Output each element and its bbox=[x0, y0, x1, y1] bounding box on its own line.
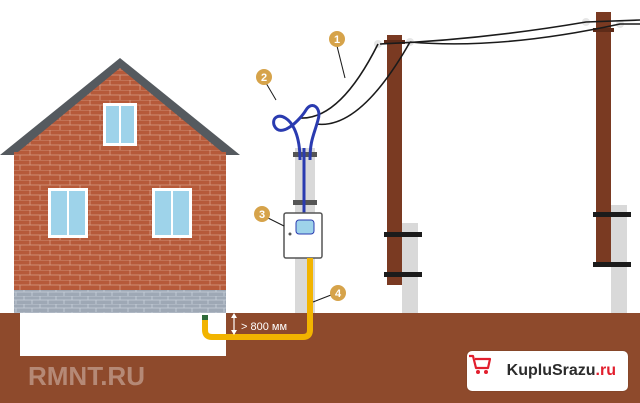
marker-2: 2 bbox=[256, 69, 277, 101]
house-plinth bbox=[14, 290, 226, 313]
watermark: RMNT.RU bbox=[28, 361, 145, 391]
window-right bbox=[152, 188, 192, 238]
shopping-cart-icon bbox=[468, 354, 501, 384]
window-attic bbox=[103, 103, 137, 146]
svg-text:1: 1 bbox=[334, 34, 340, 46]
utility-pole-2 bbox=[582, 12, 631, 313]
depth-label: > 800 мм bbox=[241, 321, 287, 333]
site-name-suffix: .ru bbox=[595, 362, 616, 379]
meter-box bbox=[283, 212, 323, 259]
foundation-trench bbox=[20, 313, 226, 356]
overhead-line-lower bbox=[409, 23, 640, 45]
service-drop-2 bbox=[315, 41, 411, 126]
marker-1: 1 bbox=[329, 31, 346, 79]
window-left bbox=[48, 188, 88, 238]
marker-4: 4 bbox=[312, 285, 346, 303]
svg-text:2: 2 bbox=[261, 72, 267, 84]
site-name-main: KupluSrazu bbox=[506, 362, 596, 379]
svg-text:3: 3 bbox=[259, 209, 265, 221]
site-badge[interactable]: KupluSrazu.ru bbox=[466, 351, 628, 391]
utility-pole-1 bbox=[374, 35, 422, 313]
depth-dimension: > 800 мм bbox=[231, 313, 287, 335]
service-wire-blue bbox=[272, 104, 321, 161]
site-name: KupluSrazu.ru bbox=[507, 362, 616, 380]
underground-cable bbox=[202, 258, 313, 340]
service-drop-1 bbox=[299, 43, 379, 119]
overhead-line-upper bbox=[379, 19, 640, 45]
marker-3: 3 bbox=[254, 206, 285, 227]
house bbox=[0, 58, 240, 313]
house-wall bbox=[14, 152, 226, 295]
svg-text:4: 4 bbox=[335, 288, 342, 300]
